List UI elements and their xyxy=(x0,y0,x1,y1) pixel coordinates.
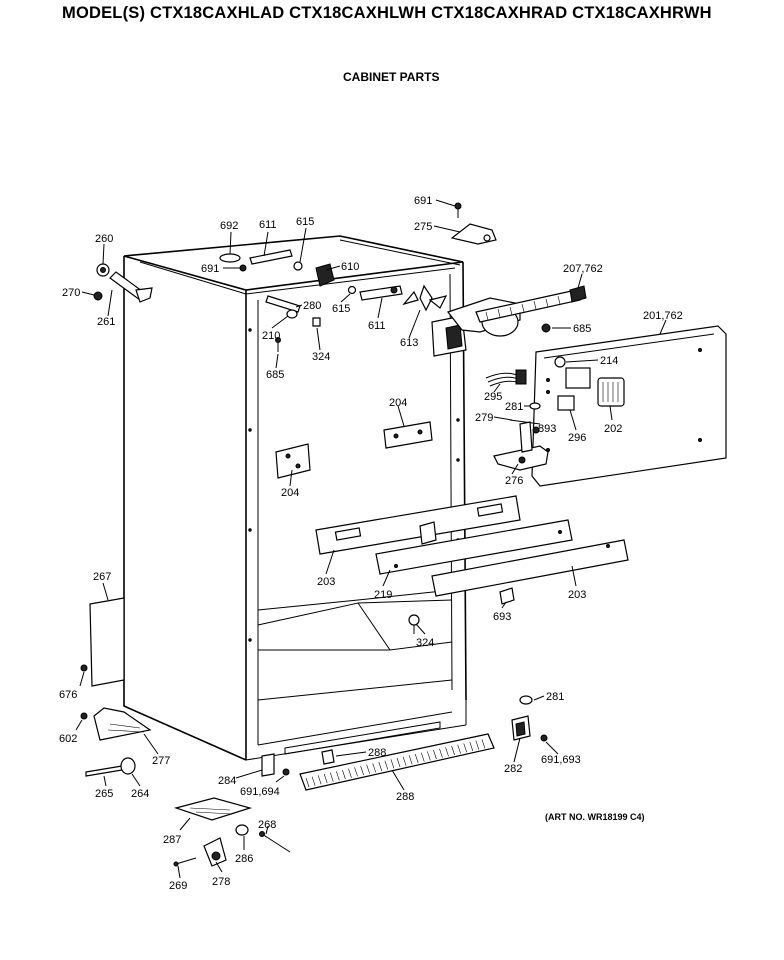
callout-602: 602 xyxy=(59,733,77,745)
callout-611-mid: 611 xyxy=(368,320,386,332)
callout-281-bot: 281 xyxy=(546,691,564,703)
callout-268: 268 xyxy=(258,819,276,831)
callout-203-left: 203 xyxy=(317,576,335,588)
callout-279: 279 xyxy=(475,412,493,424)
section-title: CABINET PARTS xyxy=(343,70,440,84)
callout-615-top: 615 xyxy=(296,216,314,228)
cabinet-body xyxy=(123,235,467,761)
callout-264: 264 xyxy=(131,788,149,800)
callout-270: 270 xyxy=(62,287,80,299)
bottom-parts xyxy=(173,797,291,867)
grille-288 xyxy=(299,733,495,791)
callout-288-bot: 288 xyxy=(396,791,414,803)
callout-284: 284 xyxy=(218,775,236,787)
control-panel xyxy=(485,325,727,487)
callout-324-bot: 324 xyxy=(416,637,434,649)
callout-685-right: 685 xyxy=(573,323,591,335)
callout-295: 295 xyxy=(484,391,502,403)
callout-286: 286 xyxy=(235,853,253,865)
fan-motor-assembly xyxy=(402,284,587,357)
callout-281-mid: 281 xyxy=(505,401,523,413)
callout-261: 261 xyxy=(97,316,115,328)
page-title: MODEL(S) CTX18CAXHLAD CTX18CAXHLWH CTX18… xyxy=(62,4,712,22)
callout-282: 282 xyxy=(504,763,522,775)
callout-277: 277 xyxy=(152,755,170,767)
leader-lines xyxy=(75,199,667,879)
callout-324-top: 324 xyxy=(312,351,330,363)
callout-201-762: 201,762 xyxy=(643,310,683,322)
callout-613: 613 xyxy=(400,337,418,349)
callout-685-left: 685 xyxy=(266,369,284,381)
callout-203-right: 203 xyxy=(568,589,586,601)
callout-610: 610 xyxy=(341,261,359,273)
callout-691-693: 691,693 xyxy=(541,754,581,766)
callout-labels: 691 275 692 611 615 260 691 610 207,762 … xyxy=(59,195,683,892)
callout-287: 287 xyxy=(163,834,181,846)
left-lower-parts xyxy=(80,597,335,777)
callout-611-top: 611 xyxy=(259,219,277,231)
callout-692: 692 xyxy=(220,220,238,232)
callout-278: 278 xyxy=(212,876,230,888)
callout-691-694: 691,694 xyxy=(240,786,280,798)
callout-693: 693 xyxy=(493,611,511,623)
brackets-204 xyxy=(275,421,433,479)
callout-276: 276 xyxy=(505,475,523,487)
callout-207-762: 207,762 xyxy=(563,263,603,275)
callout-214: 214 xyxy=(600,355,618,367)
callout-691-top: 691 xyxy=(414,195,432,207)
top-hinge-assembly xyxy=(93,202,497,352)
art-number: (ART NO. WR18199 C4) xyxy=(545,812,645,822)
callout-676: 676 xyxy=(59,689,77,701)
callout-260: 260 xyxy=(95,233,113,245)
callout-615-mid: 615 xyxy=(332,303,350,315)
callout-219: 219 xyxy=(374,589,392,601)
callout-210: 210 xyxy=(262,330,280,342)
callout-269: 269 xyxy=(169,880,187,892)
callout-204-right: 204 xyxy=(389,397,407,409)
callout-202: 202 xyxy=(604,423,622,435)
callout-288-mid: 288 xyxy=(368,747,386,759)
callout-280: 280 xyxy=(303,300,321,312)
rails xyxy=(315,495,629,634)
callout-267: 267 xyxy=(93,571,111,583)
right-lower-parts xyxy=(511,695,548,742)
callout-275: 275 xyxy=(414,221,432,233)
callout-691-left: 691 xyxy=(201,263,219,275)
callout-204-left: 204 xyxy=(281,487,299,499)
callout-893: 893 xyxy=(538,423,556,435)
callout-296: 296 xyxy=(568,432,586,444)
callout-265: 265 xyxy=(95,788,113,800)
